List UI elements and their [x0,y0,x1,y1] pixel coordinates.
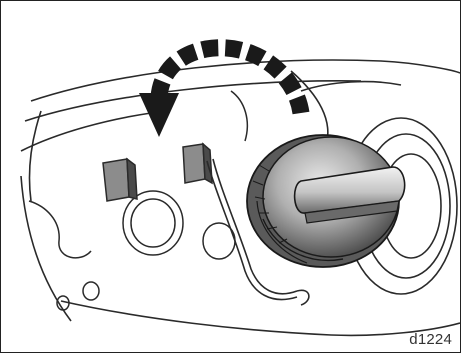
counterclockwise-arrow-icon [139,48,301,137]
cap-holder-clips [103,144,212,201]
panel-holes [29,91,247,310]
figure-code-label: d1224 [409,331,452,348]
